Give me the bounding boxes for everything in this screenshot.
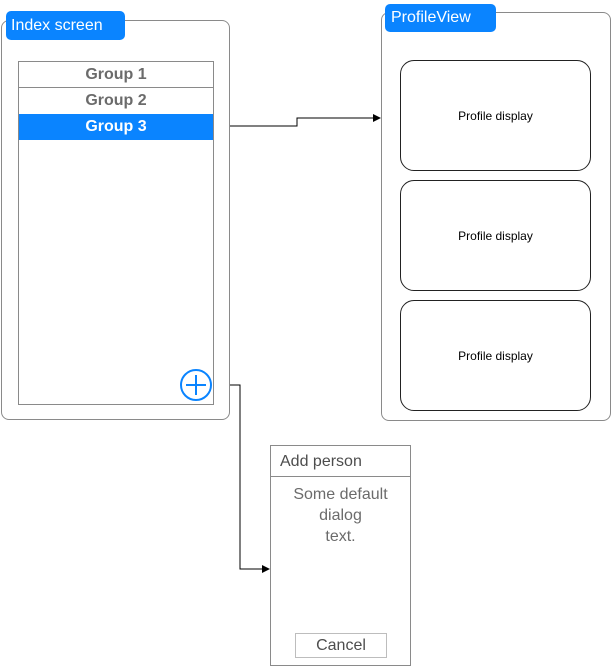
dialog-title: Add person xyxy=(271,446,410,477)
profile-display-label: Profile display xyxy=(458,348,533,363)
group-list-item[interactable]: Group 1 xyxy=(19,62,213,88)
profile-display-label: Profile display xyxy=(458,108,533,123)
dialog-text-line: text. xyxy=(325,528,356,545)
group-list: Group 1 Group 2 Group 3 xyxy=(18,61,214,405)
profile-display-label: Profile display xyxy=(458,228,533,243)
cancel-button[interactable]: Cancel xyxy=(295,633,387,658)
profile-view-title: ProfileView xyxy=(385,4,496,32)
group-list-item-selected[interactable]: Group 3 xyxy=(19,114,213,140)
add-person-dialog: Add person Some default dialog text. Can… xyxy=(270,445,411,666)
profile-display-card[interactable]: Profile display xyxy=(400,300,591,411)
dialog-text-line: dialog xyxy=(319,507,362,524)
profile-display-card[interactable]: Profile display xyxy=(400,180,591,291)
dialog-body-text: Some default dialog text. xyxy=(271,484,410,547)
plus-circle-icon xyxy=(186,375,206,395)
profile-display-card[interactable]: Profile display xyxy=(400,60,591,171)
add-person-button[interactable] xyxy=(180,369,212,401)
index-screen-title: Index screen xyxy=(6,11,125,40)
group-list-item[interactable]: Group 2 xyxy=(85,92,147,109)
dialog-text-line: Some default xyxy=(293,486,388,503)
arrow-group3-to-profileview xyxy=(214,114,381,127)
